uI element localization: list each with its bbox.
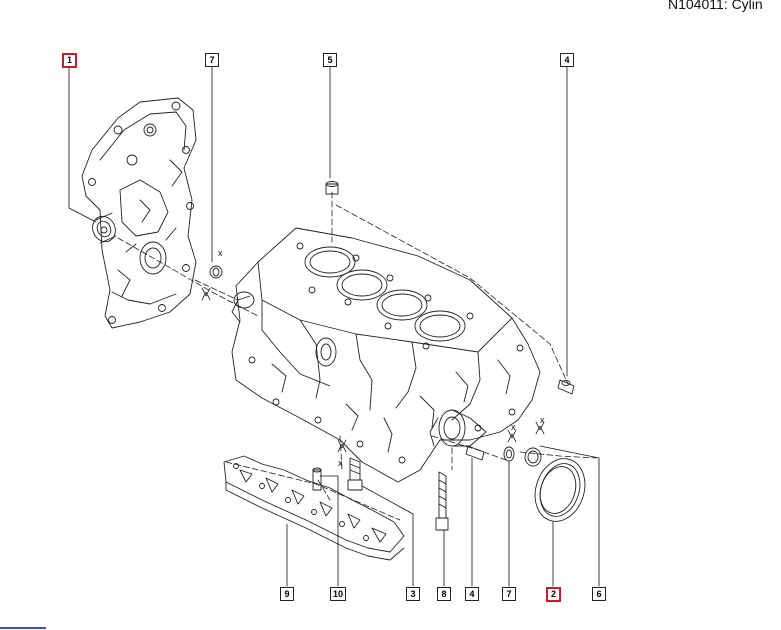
callout-part-10[interactable]: 10 bbox=[330, 587, 346, 601]
rear-oil-seal bbox=[534, 458, 586, 522]
bottom-accent-rule bbox=[0, 627, 46, 629]
o-ring-medium bbox=[524, 447, 542, 467]
callout-part-3[interactable]: 3 bbox=[406, 587, 420, 601]
timing-cover-part bbox=[81, 97, 197, 329]
dimension-label: x bbox=[218, 248, 223, 258]
dowel-pin-crank bbox=[465, 445, 485, 461]
callout-part-4-bottom[interactable]: 4 bbox=[465, 587, 479, 601]
dimension-arrows bbox=[201, 287, 545, 453]
dowel-pin-top bbox=[325, 181, 339, 195]
dimension-label: x bbox=[540, 415, 545, 425]
callout-part-2[interactable]: 2 bbox=[546, 587, 561, 602]
bolt-long bbox=[435, 471, 449, 531]
callout-part-8[interactable]: 8 bbox=[437, 587, 451, 601]
callout-part-6[interactable]: 6 bbox=[592, 587, 606, 601]
bedplate-ladder bbox=[223, 455, 405, 561]
front-oil-seal bbox=[92, 212, 117, 244]
callout-part-1[interactable]: 1 bbox=[62, 53, 77, 68]
dimension-label: x bbox=[511, 422, 516, 432]
callout-part-7-top[interactable]: 7 bbox=[205, 53, 219, 67]
dimension-label: x bbox=[338, 458, 343, 468]
dowel-pin-rear bbox=[557, 379, 575, 395]
bolt-short bbox=[347, 457, 363, 491]
callout-part-9[interactable]: 9 bbox=[280, 587, 294, 601]
cylinder-block bbox=[231, 227, 541, 483]
leader-lines bbox=[68, 65, 600, 587]
callout-part-7-bottom[interactable]: 7 bbox=[502, 587, 516, 601]
dowel-bedplate bbox=[312, 467, 322, 491]
callout-part-5[interactable]: 5 bbox=[323, 53, 337, 67]
callout-part-4-top[interactable]: 4 bbox=[560, 53, 574, 67]
o-ring-small bbox=[503, 446, 515, 462]
dowel-pin-front bbox=[209, 265, 223, 279]
diagram-title: N104011: Cylin bbox=[668, 0, 763, 12]
